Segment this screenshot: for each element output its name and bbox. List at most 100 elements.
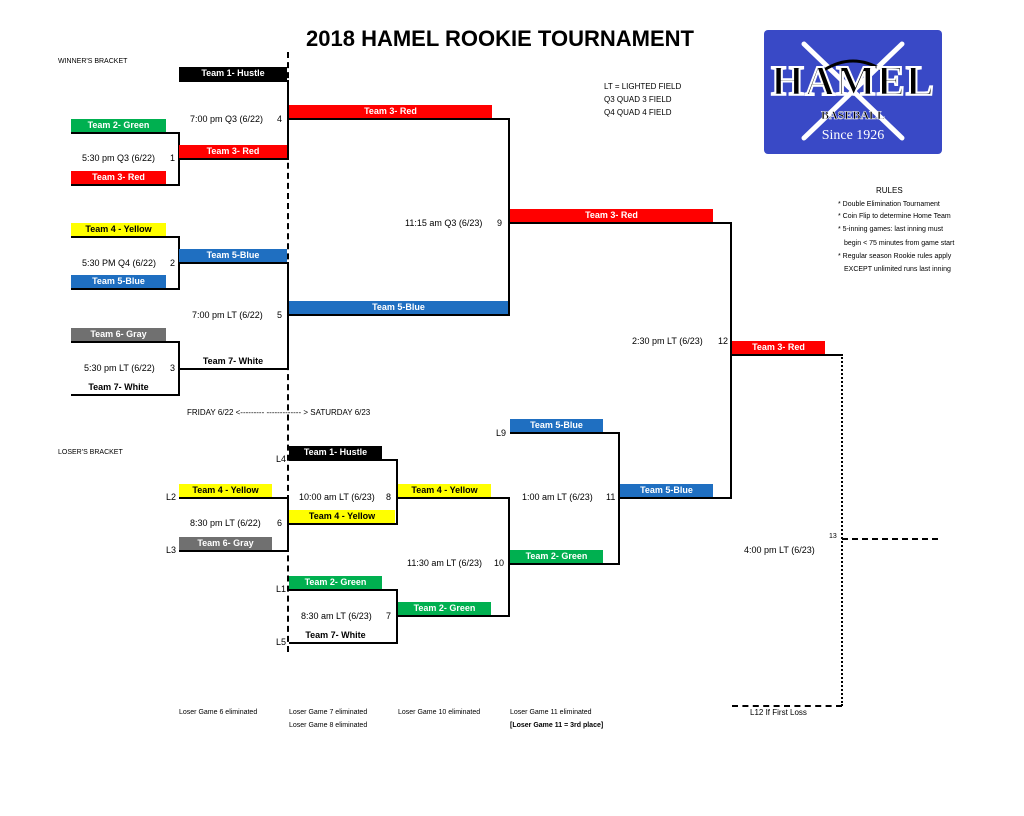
team-slot: Team 7- White xyxy=(202,356,264,366)
bracket-line xyxy=(179,158,289,160)
team-slot: Team 6- Gray xyxy=(179,537,272,550)
loser-code: L4 xyxy=(276,454,287,464)
bracket-line xyxy=(179,497,289,499)
bracket-line xyxy=(71,132,180,134)
loser-code: L12 If First Loss xyxy=(750,708,807,717)
game-number: 7 xyxy=(386,611,392,621)
bracket-line xyxy=(287,80,289,160)
bracket-line xyxy=(287,497,289,552)
team-slot: Team 5-Blue xyxy=(179,249,287,262)
game-time: 10:00 am LT (6/23) xyxy=(299,492,375,502)
bracket-line xyxy=(71,288,180,290)
bracket-line xyxy=(398,615,510,617)
elimination-note: Loser Game 8 eliminated xyxy=(289,722,368,729)
game-time: 5:30 pm Q3 (6/22) xyxy=(82,153,156,163)
game-time: 7:00 pm Q3 (6/22) xyxy=(190,114,264,124)
team-slot: Team 4 - Yellow xyxy=(71,223,166,236)
team-slot: Team 5-Blue xyxy=(620,484,713,497)
team-slot: Team 3- Red xyxy=(289,105,492,118)
logo-since: Since 1926 xyxy=(821,128,885,143)
loser-code: L9 xyxy=(496,428,507,438)
elimination-note: Loser Game 10 eliminated xyxy=(398,709,481,716)
bracket-line xyxy=(289,459,398,461)
bracket-line xyxy=(510,222,732,224)
bracket-line xyxy=(179,80,289,82)
game-time: 5:30 PM Q4 (6/22) xyxy=(82,258,157,268)
logo-word: HAMEL xyxy=(770,58,935,106)
team-slot: Team 3- Red xyxy=(510,209,713,222)
team-slot: Team 4 - Yellow xyxy=(289,510,395,523)
bracket-line xyxy=(620,497,732,499)
rule-item: * Regular season Rookie rules apply xyxy=(838,253,952,260)
bracket-line xyxy=(71,341,180,343)
loser-code: L5 xyxy=(276,637,287,647)
crossed-bats-icon xyxy=(801,41,905,141)
loser-code: L3 xyxy=(166,545,177,555)
bracket-line xyxy=(71,394,180,396)
bracket-line xyxy=(289,523,398,525)
rule-item: EXCEPT unlimited runs last inning xyxy=(844,266,951,273)
game-time: 11:30 am LT (6/23) xyxy=(407,558,483,568)
bracket-line xyxy=(71,236,180,238)
game-number: 9 xyxy=(497,218,503,228)
bracket-line xyxy=(289,642,398,644)
team-slot: Team 3- Red xyxy=(71,171,166,184)
game-number: 2 xyxy=(170,258,176,268)
game-time: 4:00 pm LT (6/23) xyxy=(744,545,815,555)
bracket-line xyxy=(179,368,289,370)
game-number: 5 xyxy=(277,310,283,320)
game-number: 6 xyxy=(277,518,283,528)
bracket-line xyxy=(732,354,842,356)
team-slot: Team 5-Blue xyxy=(510,419,603,432)
elimination-note: [Loser Game 11 = 3rd place] xyxy=(510,722,604,729)
game-number: 10 xyxy=(494,558,505,568)
game-number: 1 xyxy=(170,153,176,163)
team-slot: Team 4 - Yellow xyxy=(398,484,491,497)
game-number: 4 xyxy=(277,114,283,124)
team-slot: Team 7- White xyxy=(305,630,366,640)
hamel-baseball-logo: HAMEL BASEBALL Since 1926 xyxy=(764,30,942,154)
bracket-line xyxy=(287,262,289,370)
team-slot: Team 1- Hustle xyxy=(179,67,287,80)
championship-dashed-line xyxy=(732,705,842,707)
bracket-line xyxy=(398,497,510,499)
loser-code: L1 xyxy=(276,584,287,594)
legend-q3: Q3 QUAD 3 FIELD xyxy=(604,95,672,104)
elimination-note: Loser Game 11 eliminated xyxy=(510,709,592,716)
game-time: 2:30 pm LT (6/23) xyxy=(632,336,703,346)
rules-heading: RULES xyxy=(876,186,903,195)
bracket-line xyxy=(508,118,510,316)
logo-subtitle: BASEBALL xyxy=(820,108,886,123)
bracket-line xyxy=(289,118,510,120)
loser-code: L2 xyxy=(166,492,177,502)
legend-lt: LT = LIGHTED FIELD xyxy=(604,82,682,91)
team-slot: Team 7- White xyxy=(88,382,149,392)
championship-dashed-line xyxy=(842,538,938,540)
bracket-line xyxy=(289,589,398,591)
team-slot: Team 2- Green xyxy=(510,550,603,563)
game-number: 8 xyxy=(386,492,392,502)
rule-item: * Double Elimination Tournament xyxy=(838,201,940,208)
bracket-line xyxy=(179,262,289,264)
losers-bracket-heading: LOSER'S BRACKET xyxy=(58,449,123,456)
game-time: 8:30 pm LT (6/22) xyxy=(190,518,261,528)
game-number: 11 xyxy=(606,492,616,502)
rule-item: begin < 75 minutes from game start xyxy=(844,240,955,247)
game-number: 13 xyxy=(829,533,837,540)
bracket-line xyxy=(396,459,398,525)
bracket-line xyxy=(508,497,510,617)
game-time: 7:00 pm LT (6/22) xyxy=(192,310,263,320)
game-time: 8:30 am LT (6/23) xyxy=(301,611,372,621)
day-divider-label: FRIDAY 6/22 <--------- ------------- > S… xyxy=(187,408,371,417)
championship-dashed-line xyxy=(841,354,843,706)
winners-bracket-heading: WINNER'S BRACKET xyxy=(58,58,128,65)
team-slot: Team 3- Red xyxy=(179,145,287,158)
legend-q4: Q4 QUAD 4 FIELD xyxy=(604,108,672,117)
game-time: 5:30 pm LT (6/22) xyxy=(84,363,155,373)
elimination-note: Loser Game 6 eliminated xyxy=(179,709,258,716)
game-time: 1:00 am LT (6/23) xyxy=(522,492,593,502)
rule-item: * 5-inning games: last inning must xyxy=(838,226,944,233)
bracket-line xyxy=(510,432,620,434)
game-number: 12 xyxy=(718,336,729,346)
team-slot: Team 2- Green xyxy=(71,119,166,132)
